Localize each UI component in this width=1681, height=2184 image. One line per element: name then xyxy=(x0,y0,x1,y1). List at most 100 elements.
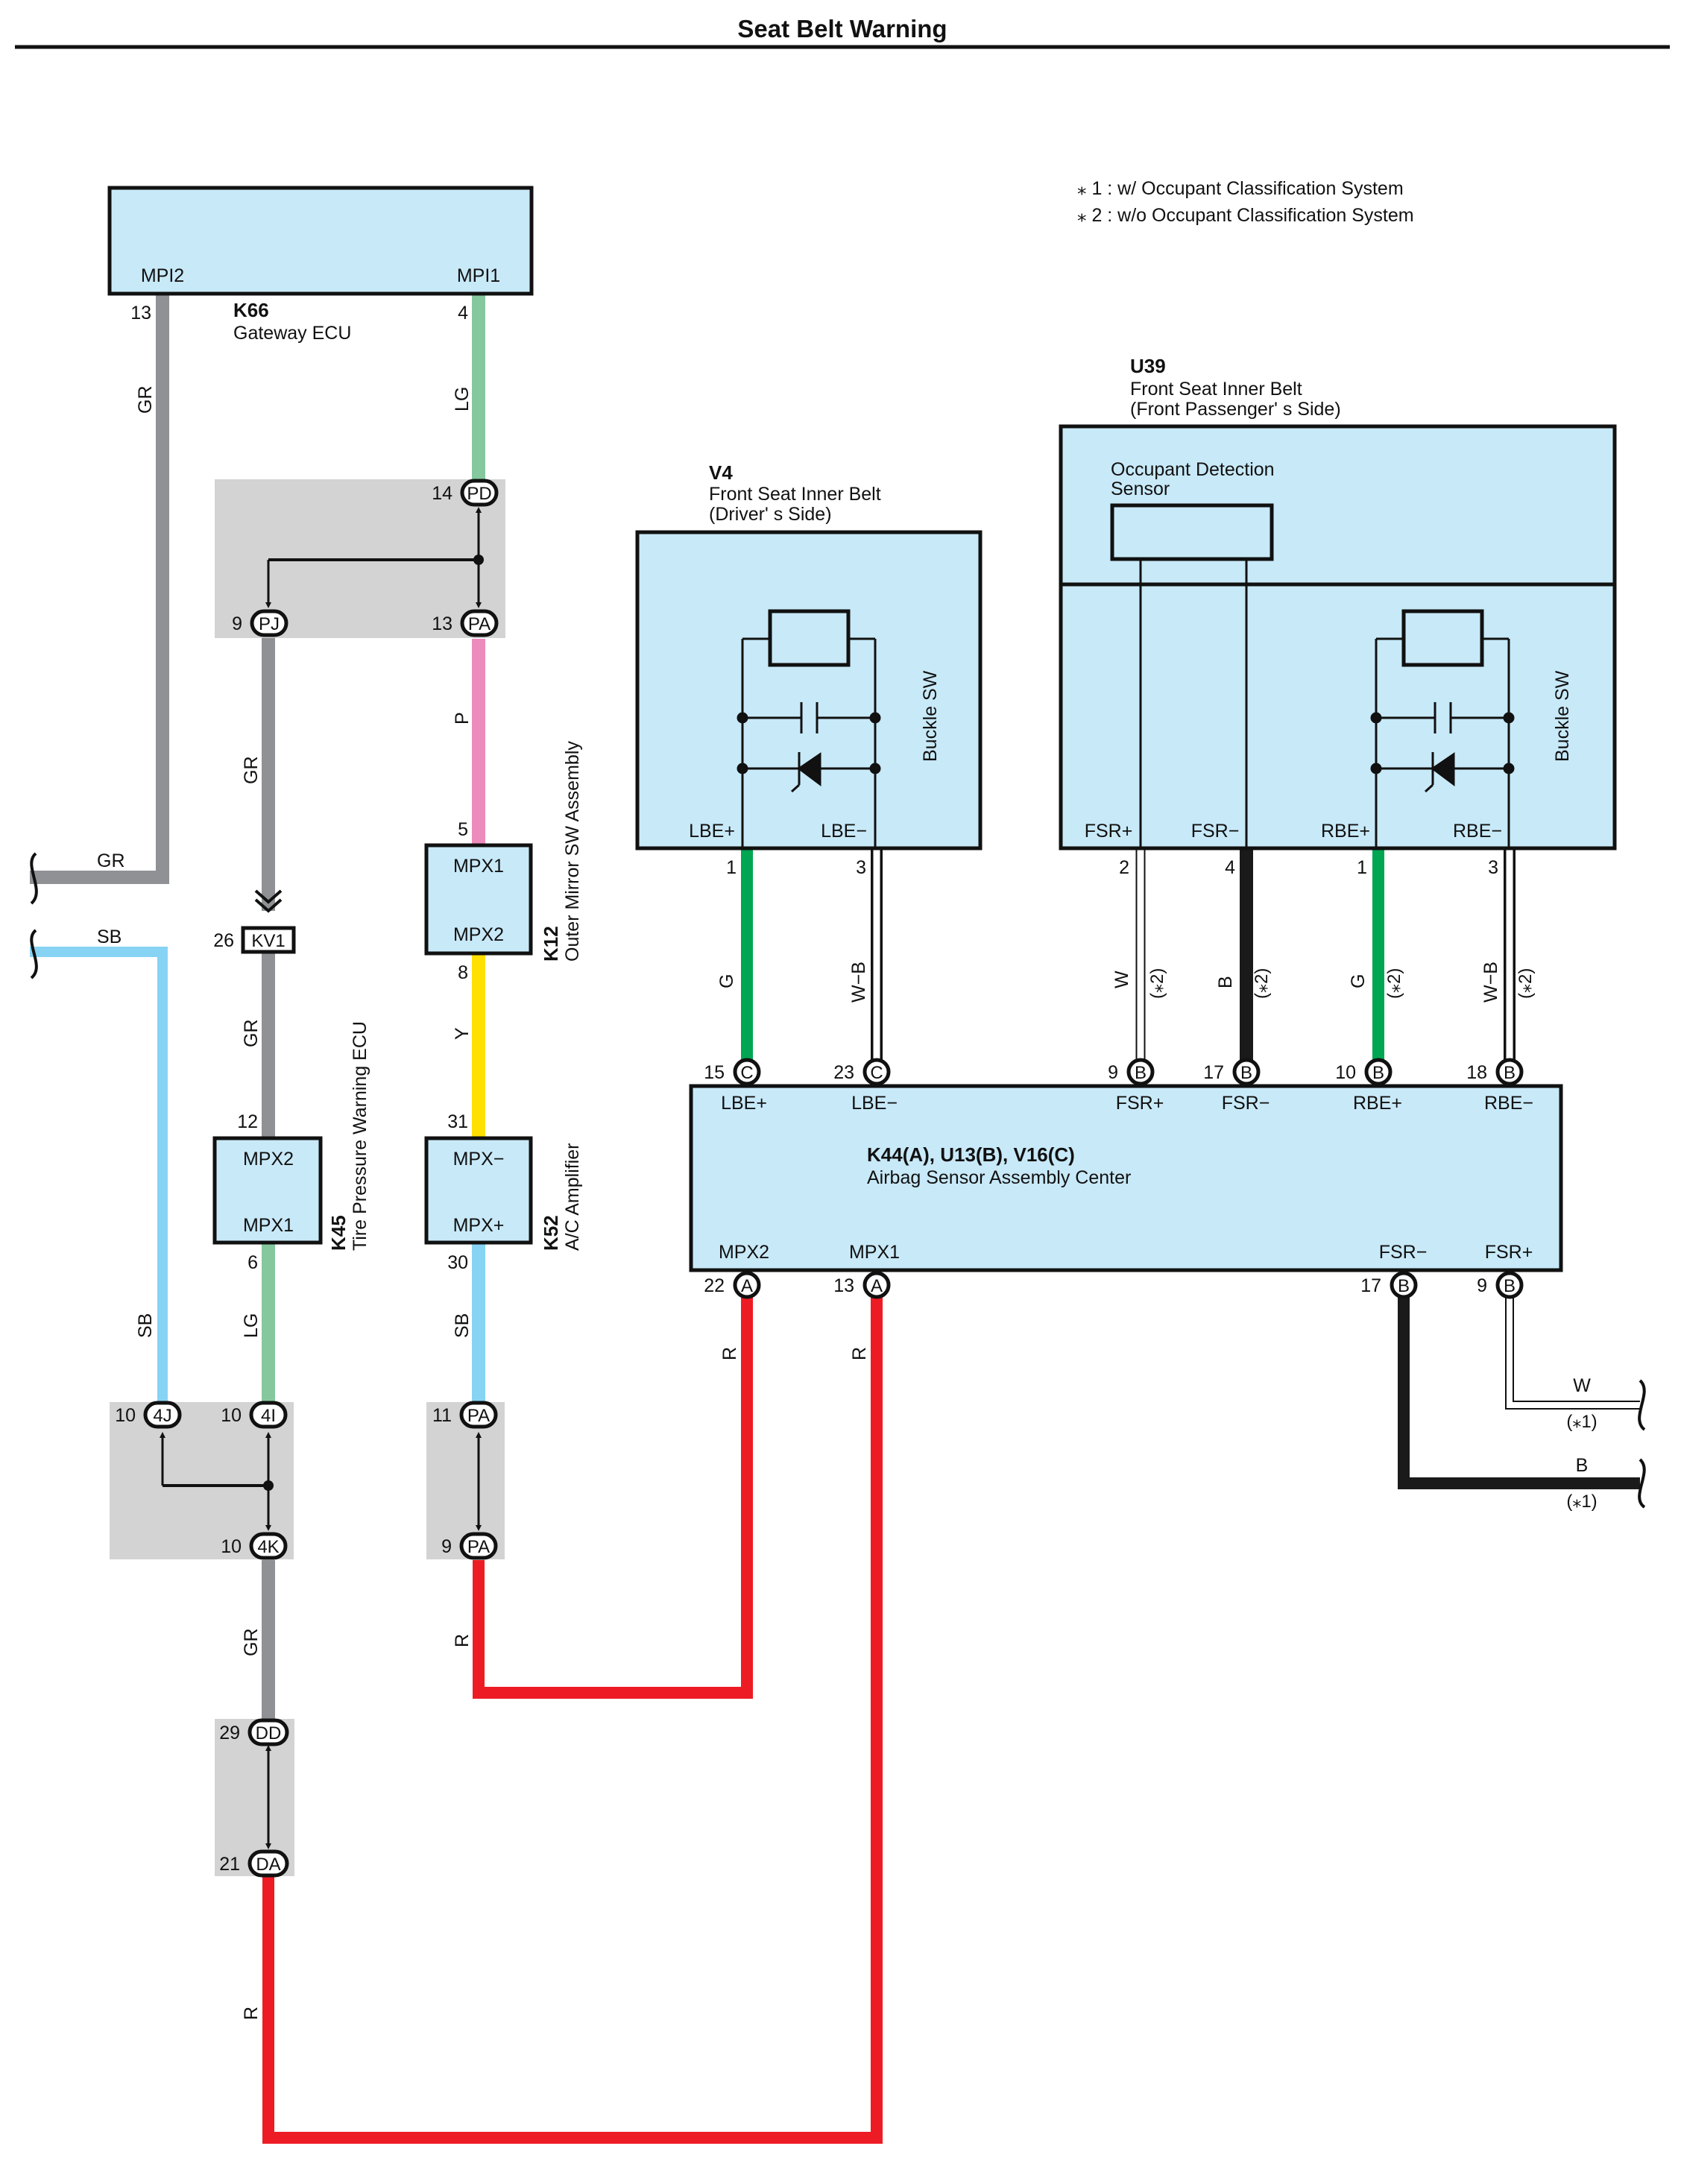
u39-pin-rbe-plus: RBE+ xyxy=(1321,821,1370,842)
wire-label-opt1-b: (⁎1) xyxy=(1566,1492,1597,1512)
v4-buckle-circuit xyxy=(737,609,881,848)
wire-label-wb-lbe: W−B xyxy=(848,962,869,1003)
svg-text:4J: 4J xyxy=(153,1406,171,1426)
k52-name: A/C Amplifier xyxy=(562,1143,583,1251)
note-2: ⁎ 2 : w/o Occupant Classification System xyxy=(1077,205,1414,226)
svg-text:B: B xyxy=(1398,1276,1410,1296)
wire-label-r-a13: R xyxy=(849,1347,870,1360)
k12-name: Outer Mirror SW Assembly xyxy=(562,741,583,962)
connector-4j-pin: 10 xyxy=(115,1405,136,1426)
wire-label-opt2-w: (⁎2) xyxy=(1147,968,1167,999)
wire-label-p: P xyxy=(452,712,473,725)
wire-label-wb-rbe: W−B xyxy=(1480,962,1501,1003)
wire-label-gr-kv1: GR xyxy=(241,1020,262,1048)
u39-buckle-sw: Buckle SW xyxy=(1552,670,1573,762)
wire-label-opt2-wb: (⁎2) xyxy=(1516,968,1536,999)
wire-label-lg-k45: LG xyxy=(241,1313,262,1338)
connector-b10-pin: 10 xyxy=(1335,1062,1356,1083)
wire-label-gr-pj: GR xyxy=(241,757,262,785)
svg-text:B: B xyxy=(1135,1063,1147,1083)
k52-code: K52 xyxy=(540,1215,562,1251)
connector-b10: B xyxy=(1364,1058,1393,1086)
v4-code: V4 xyxy=(709,461,733,484)
svg-text:4I: 4I xyxy=(261,1406,276,1426)
svg-text:C: C xyxy=(870,1063,883,1083)
wire-label-r-a22: R xyxy=(719,1347,740,1360)
connector-pa-11-pin: 11 xyxy=(432,1405,452,1426)
airbag-pin-rbe-minus: RBE− xyxy=(1484,1093,1533,1114)
u39-buckle-circuit xyxy=(1370,609,1515,848)
v4-buckle-sw: Buckle SW xyxy=(920,670,941,762)
k66-pin-mpi2: MPI2 xyxy=(141,265,184,286)
u39-sensor-box xyxy=(1110,503,1274,561)
connector-pj: PJ xyxy=(250,609,288,637)
connector-da-pin: 21 xyxy=(219,1854,240,1875)
k66-box xyxy=(107,186,534,296)
connector-pa-13: PA xyxy=(460,609,499,637)
u39-pin-3: 3 xyxy=(1488,857,1498,878)
wire-label-gr-4k: GR xyxy=(241,1629,262,1657)
diagram-title: Seat Belt Warning xyxy=(737,15,947,42)
k52-pin-30: 30 xyxy=(447,1252,468,1273)
u39-sensor-label-1: Occupant Detection xyxy=(1111,459,1275,480)
airbag-code: K44(A), U13(B), V16(C) xyxy=(867,1143,1075,1166)
k45-code: K45 xyxy=(327,1215,350,1251)
break-mark-sb xyxy=(30,929,38,979)
wire-label-w-fsr: W xyxy=(1111,971,1132,988)
svg-text:4K: 4K xyxy=(257,1537,279,1557)
connector-4i: 4I xyxy=(249,1401,288,1429)
v4-pin-lbe-plus: LBE+ xyxy=(689,821,735,842)
connector-dd-pin: 29 xyxy=(219,1723,240,1743)
airbag-pin-mpx2: MPX2 xyxy=(719,1242,769,1263)
connector-b17-top-pin: 17 xyxy=(1203,1062,1224,1083)
connector-b17-top: B xyxy=(1232,1058,1261,1086)
break-mark-b xyxy=(1638,1458,1646,1509)
wire-label-g-rbe: G xyxy=(1348,974,1369,988)
wire-label-sb-k52: SB xyxy=(452,1313,473,1338)
wire-label-opt2-b: (⁎2) xyxy=(1252,968,1272,999)
connector-c15: C xyxy=(733,1058,761,1086)
wire-label-w-out: W xyxy=(1573,1375,1591,1396)
svg-text:B: B xyxy=(1504,1063,1516,1083)
v4-pin-lbe-minus: LBE− xyxy=(821,821,867,842)
v4-pin-1: 1 xyxy=(726,857,737,878)
k12-pin-mpx1: MPX1 xyxy=(453,856,504,877)
connector-a13-pin: 13 xyxy=(833,1275,854,1296)
connector-pa-13-pin: 13 xyxy=(432,613,452,634)
connector-kv1-pin: 26 xyxy=(213,930,234,951)
k45-pin-mpx2: MPX2 xyxy=(243,1149,294,1170)
break-mark-w xyxy=(1638,1379,1646,1431)
connector-c15-pin: 15 xyxy=(704,1062,725,1083)
u39-box xyxy=(1059,424,1617,850)
wire-r-da xyxy=(262,1286,883,2144)
wire-label-sb-left: SB xyxy=(97,927,122,947)
v4-pin-3: 3 xyxy=(856,857,866,878)
svg-text:PJ: PJ xyxy=(259,614,280,634)
airbag-pin-fsr-plus-bottom: FSR+ xyxy=(1485,1242,1533,1263)
connector-b18-pin: 18 xyxy=(1466,1062,1487,1083)
connector-pa-9: PA xyxy=(459,1532,498,1560)
k45-box xyxy=(212,1136,323,1245)
note-1: ⁎ 1 : w/ Occupant Classification System xyxy=(1077,178,1404,199)
svg-text:A: A xyxy=(741,1276,753,1296)
airbag-pin-mpx1: MPX1 xyxy=(849,1242,900,1263)
connector-4k-pin: 10 xyxy=(221,1536,242,1557)
wire-label-opt1-w: (⁎1) xyxy=(1566,1412,1597,1432)
connector-c23: C xyxy=(862,1058,891,1086)
u39-name-2: (Front Passenger' s Side) xyxy=(1130,399,1341,420)
wire-label-gr-left: GR xyxy=(97,850,125,871)
k12-pin-mpx2: MPX2 xyxy=(453,924,504,945)
k66-pin-13: 13 xyxy=(130,303,151,324)
connector-pj-pin: 9 xyxy=(232,613,242,634)
wire-label-r-pa: R xyxy=(452,1634,473,1647)
k45-pin-mpx1: MPX1 xyxy=(243,1215,294,1236)
k12-box xyxy=(424,843,533,956)
junction-block-pa xyxy=(426,1402,505,1559)
svg-text:DD: DD xyxy=(256,1723,282,1743)
connector-b9-top: B xyxy=(1126,1058,1155,1086)
connector-b9-top-pin: 9 xyxy=(1108,1062,1118,1083)
v4-name-2: (Driver' s Side) xyxy=(709,504,832,525)
wire-label-b-out: B xyxy=(1576,1455,1589,1476)
connector-dd: DD xyxy=(247,1718,289,1746)
u39-name-1: Front Seat Inner Belt xyxy=(1130,379,1302,400)
